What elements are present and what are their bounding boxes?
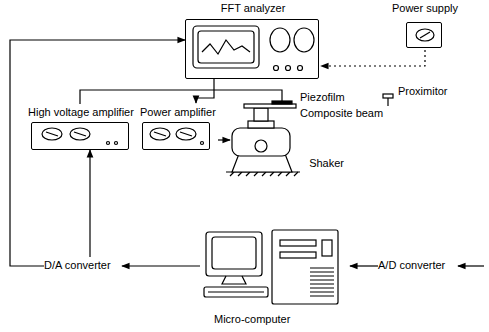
supply-box: Power supply xyxy=(384,2,466,50)
shaker-figure xyxy=(254,108,268,121)
analyzer-panel xyxy=(202,40,250,54)
panel-outline xyxy=(185,19,319,79)
node-label: Micro-computer xyxy=(214,313,290,326)
computer-figure xyxy=(212,237,256,269)
computer-figure xyxy=(208,291,264,292)
signal-connector xyxy=(350,265,378,266)
analyzer-panel xyxy=(193,26,259,68)
amplifier-box: High voltage amplifier xyxy=(25,103,137,150)
panel-outline xyxy=(406,22,442,48)
shaker-figure xyxy=(255,140,267,152)
shaker-figure xyxy=(272,101,292,104)
signal-connector xyxy=(10,40,185,266)
node-label: Shaker xyxy=(309,157,344,170)
part-label: Proximitor xyxy=(398,85,448,98)
amplifier-knobs xyxy=(107,142,110,145)
computer-figure xyxy=(204,287,268,297)
node-label: FFT analyzer xyxy=(185,2,321,15)
computer-figure xyxy=(310,268,334,296)
computer-figure xyxy=(272,230,338,304)
supply-dial xyxy=(420,32,430,38)
analyzer-panel xyxy=(294,28,314,52)
node-label: High voltage amplifier xyxy=(25,106,137,119)
node-label: A/D converter xyxy=(378,259,458,272)
input-signal-wire xyxy=(458,265,484,266)
computer-figure xyxy=(204,230,338,304)
node-label: Power amplifier xyxy=(140,106,218,119)
computer-figure xyxy=(222,276,246,284)
analyzer-panel xyxy=(193,26,314,71)
analyzer-panel xyxy=(298,66,303,71)
supply-dial xyxy=(416,29,434,41)
signal-connector xyxy=(218,139,230,140)
piezofilm-wire xyxy=(80,90,282,104)
computer-figure xyxy=(322,240,332,256)
analyzer-box: FFT analyzer xyxy=(185,2,321,79)
signal-connector xyxy=(89,150,90,257)
shaker-figure xyxy=(226,101,300,176)
signal-connector xyxy=(321,50,425,66)
amplifier-knobs xyxy=(42,128,204,145)
computer-unit: Micro-computer xyxy=(200,226,350,328)
proximitor-symbol xyxy=(387,98,388,106)
panel-outline xyxy=(31,122,129,150)
signal-connector xyxy=(122,265,200,266)
analyzer-panel xyxy=(274,66,279,71)
amplifier-knobs xyxy=(201,142,204,145)
part-label: Piezofilm xyxy=(300,91,345,104)
converter-block: D/A converter xyxy=(44,257,122,275)
input-signal-wire xyxy=(458,265,484,266)
node-label: Power supply xyxy=(384,2,466,15)
node-label: D/A converter xyxy=(44,259,122,272)
analyzer-panel xyxy=(286,66,291,71)
piezofilm-wire xyxy=(80,90,282,104)
amplifier-box: Power amplifier xyxy=(140,103,218,150)
amplifier-knobs xyxy=(46,132,86,136)
signal-connector xyxy=(196,79,214,103)
computer-figure xyxy=(206,232,262,276)
amplifier-knobs xyxy=(154,132,192,136)
analyzer-panel xyxy=(198,31,254,63)
computer-figure xyxy=(280,252,316,258)
shaker-figure xyxy=(248,121,274,128)
analyzer-panel xyxy=(270,28,290,52)
panel-outline xyxy=(142,122,210,150)
amplifier-knobs xyxy=(115,142,118,145)
supply-dial xyxy=(416,29,434,41)
converter-block: A/D converter xyxy=(378,257,458,275)
part-label: Composite beam xyxy=(300,107,383,120)
computer-figure xyxy=(280,240,316,246)
shaker-unit: Shaker xyxy=(230,128,344,174)
proximitor-symbol xyxy=(383,94,393,98)
shaker-figure xyxy=(232,128,290,156)
proximitor-symbol xyxy=(383,94,393,106)
